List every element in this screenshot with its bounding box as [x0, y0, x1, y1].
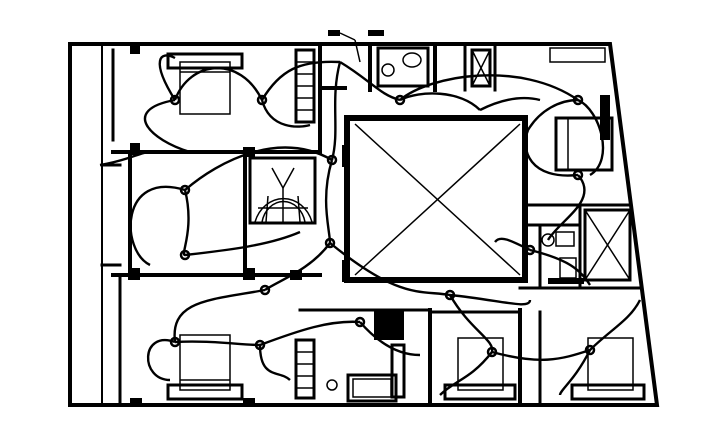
- toilet-top: [376, 46, 606, 88]
- bed-icon: [443, 337, 517, 401]
- light-point-icon: [324, 237, 336, 249]
- light-point-icon: [354, 316, 366, 328]
- bed-icon: [166, 334, 244, 401]
- bath-bottom: [326, 310, 406, 403]
- duct-right: [583, 208, 632, 282]
- light-point-icon: [326, 154, 338, 166]
- wiring: [99, 54, 642, 396]
- wardrobe-icon: [294, 48, 316, 124]
- light-point-icon: [179, 249, 191, 261]
- light-point-icon: [572, 169, 584, 181]
- open-to-sky: [344, 115, 528, 283]
- sofa-icon: [554, 95, 614, 172]
- light-point-icon: [259, 284, 271, 296]
- light-point-icon: [572, 94, 584, 106]
- light-point-icon: [256, 94, 268, 106]
- light-point-icon: [486, 346, 498, 358]
- wardrobe-icon: [294, 338, 316, 400]
- light-point-icon: [169, 336, 181, 348]
- bed-icon: [570, 337, 646, 401]
- outer-walls: [68, 42, 660, 407]
- light-point-icon: [444, 289, 456, 301]
- light-point-icon: [584, 344, 596, 356]
- light-point-icon: [394, 94, 406, 106]
- wall-blocks: [128, 44, 584, 406]
- light-point-icon: [179, 184, 191, 196]
- light-points: [169, 94, 596, 358]
- bed-icon: [166, 52, 244, 115]
- light-point-icon: [254, 339, 266, 351]
- light-point-icon: [169, 94, 181, 106]
- light-point-icon: [524, 244, 536, 256]
- top-marker: [328, 30, 384, 63]
- spiral-stair-icon: [248, 156, 317, 225]
